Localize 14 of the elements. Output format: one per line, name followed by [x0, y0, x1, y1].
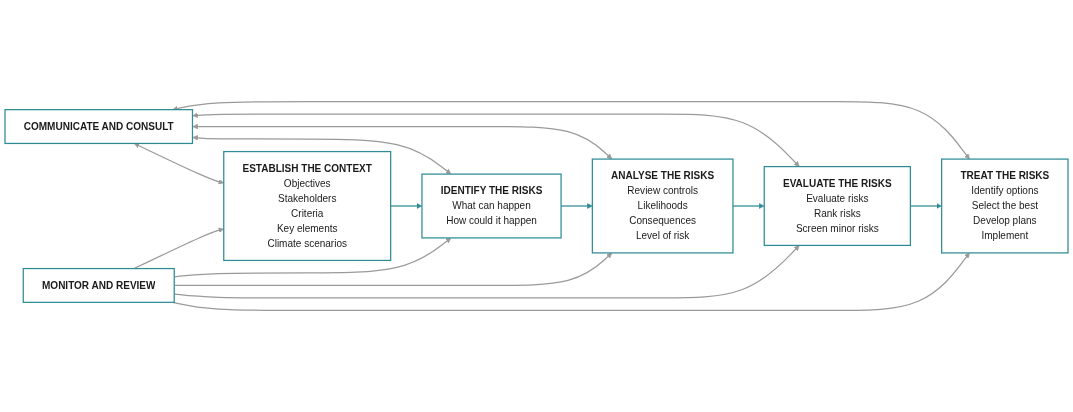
arrow — [192, 135, 452, 175]
node-box: ESTABLISH THE CONTEXT Objectives Stakeholders Criteria Key elements Climate scenarios — [223, 150, 392, 262]
arrow — [172, 100, 970, 160]
arrow — [192, 123, 613, 160]
node-box: ANALYSE THE RISKS Review controls Likelihoods Consequences Level of risk — [591, 158, 734, 254]
arrow — [732, 203, 765, 209]
node-box: IDENTIFY THE RISKS What can happen How could it happen — [421, 173, 562, 239]
arrow — [133, 227, 224, 270]
node-box: MONITOR AND REVIEW — [22, 267, 175, 303]
arrow — [134, 143, 224, 185]
node-box: COMMUNICATE AND CONSULT — [4, 109, 194, 145]
node-box: TREAT THE RISKS Identify options Select the best Develop plans Implement — [941, 158, 1069, 254]
arrow — [192, 112, 800, 167]
node-box: EVALUATE THE RISKS Evaluate risks Rank risks Screen minor risks — [763, 165, 911, 247]
